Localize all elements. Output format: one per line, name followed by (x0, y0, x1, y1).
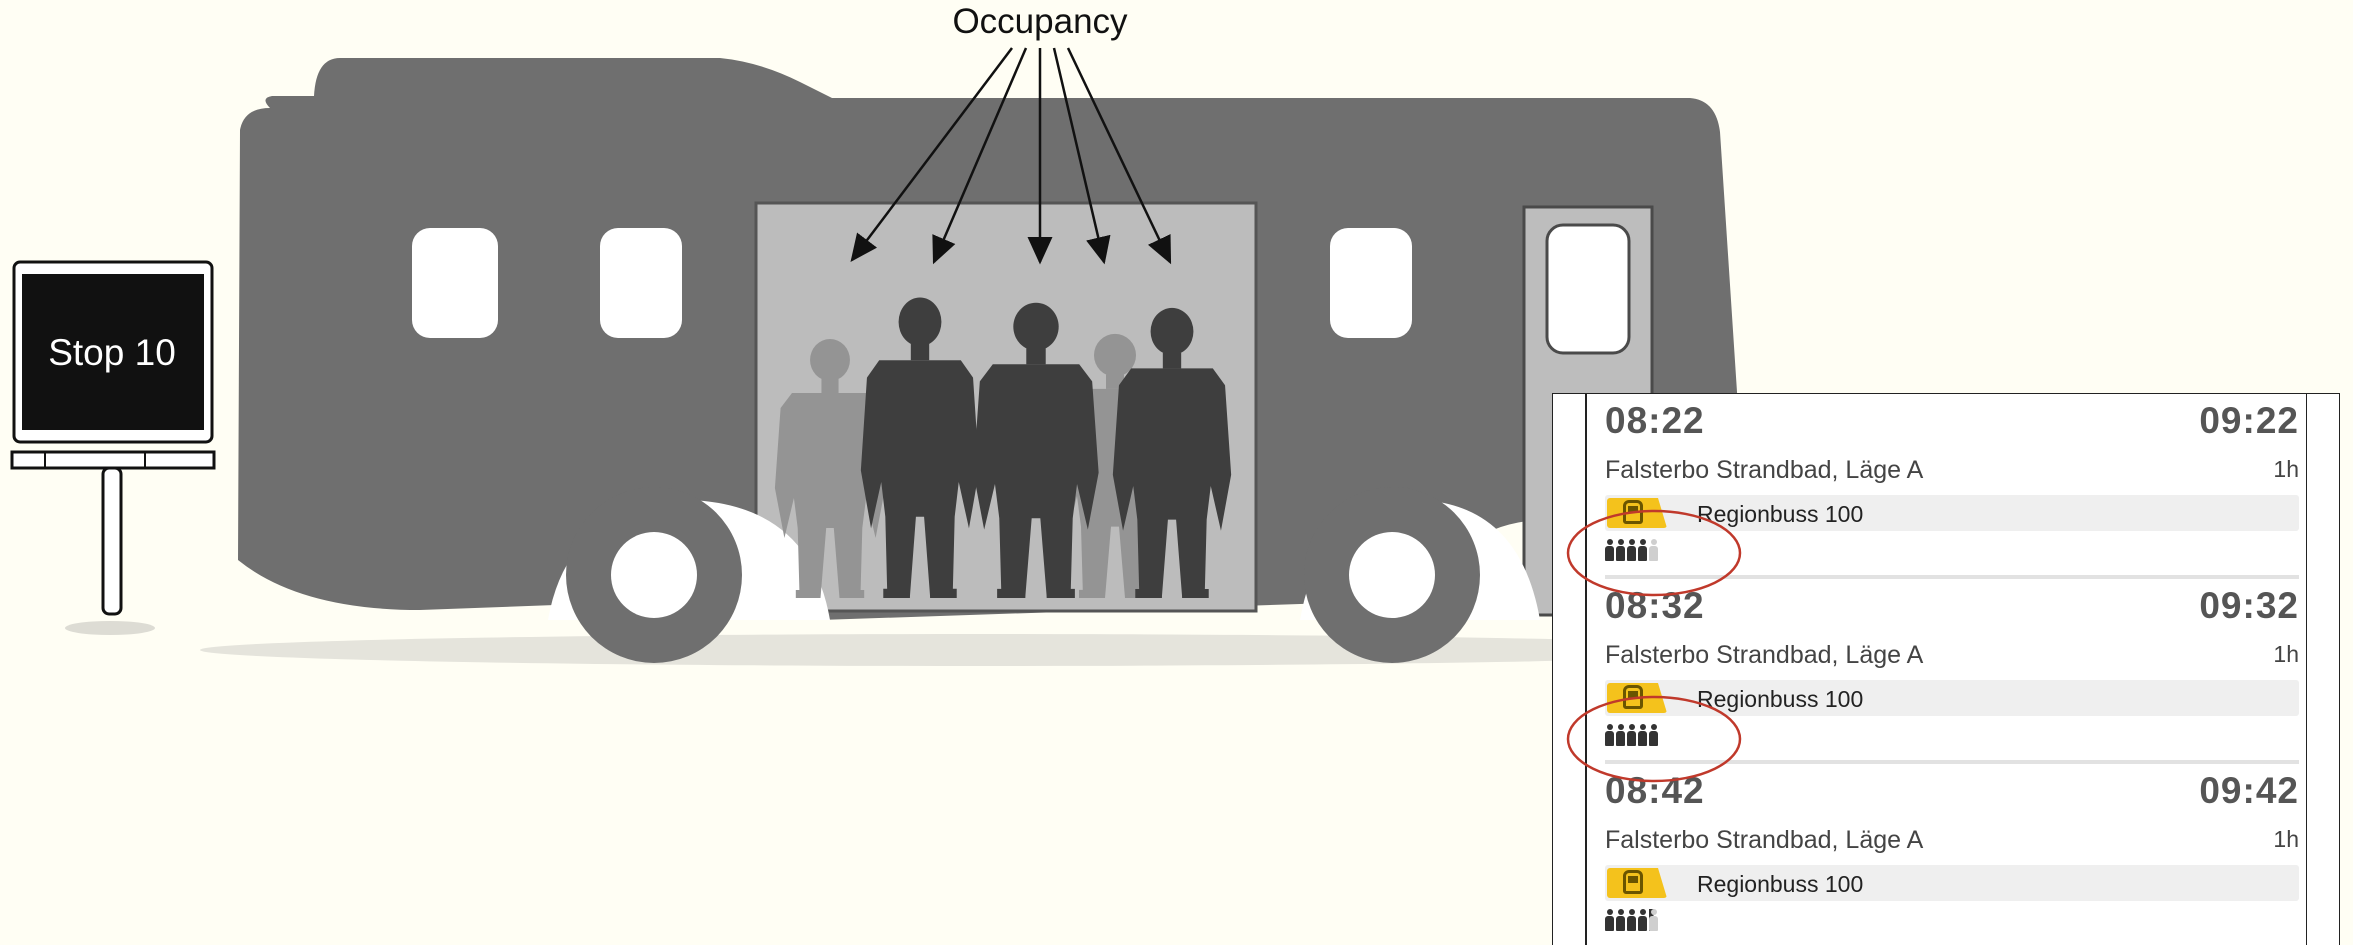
route-bar: Regionbuss 100 (1605, 865, 2299, 901)
route-bar: Regionbuss 100 (1605, 680, 2299, 716)
departure-row[interactable]: 08:32 09:32 Falsterbo Strandbad, Läge A … (1605, 579, 2299, 762)
bus-icon (1607, 683, 1667, 713)
departure-row[interactable]: 08:22 09:22 Falsterbo Strandbad, Läge A … (1605, 394, 2299, 577)
bus (238, 58, 1748, 663)
person-icon (1627, 724, 1636, 746)
route-name: Regionbuss 100 (1697, 501, 1863, 528)
departure-time: 08:22 (1605, 400, 1705, 442)
person-icon (1649, 539, 1658, 561)
person-icon (1616, 724, 1625, 746)
occupancy-people-icon (1605, 909, 1658, 935)
departure-time: 08:42 (1605, 770, 1705, 812)
ground-shadow (65, 621, 1760, 666)
trip-duration: 1h (2273, 641, 2299, 668)
person-icon (1638, 909, 1647, 931)
occupancy-people-icon (1605, 539, 1658, 565)
person-icon (1616, 539, 1625, 561)
stop-name: Falsterbo Strandbad, Läge A (1605, 826, 1923, 855)
arrival-time: 09:42 (2199, 770, 2299, 812)
route-name: Regionbuss 100 (1697, 871, 1863, 898)
bus-window (600, 228, 682, 338)
bus-window (1330, 228, 1412, 338)
person-icon (1638, 724, 1647, 746)
person-icon (1605, 539, 1614, 561)
stop-name: Falsterbo Strandbad, Läge A (1605, 456, 1923, 485)
bus-icon (1607, 498, 1667, 528)
trip-duration: 1h (2273, 826, 2299, 853)
route-bar: Regionbuss 100 (1605, 495, 2299, 531)
stop-name: Falsterbo Strandbad, Läge A (1605, 641, 1923, 670)
trip-duration: 1h (2273, 456, 2299, 483)
occupancy-label: Occupancy (895, 2, 1185, 42)
bus-icon (1607, 868, 1667, 898)
stop-sign-label: Stop 10 (22, 283, 202, 423)
bus-door-window (1547, 225, 1629, 353)
rear-wheel (1304, 487, 1480, 663)
person-icon (1605, 724, 1614, 746)
person-icon (1605, 909, 1614, 931)
arrival-time: 09:22 (2199, 400, 2299, 442)
person-icon (1649, 909, 1658, 931)
route-name: Regionbuss 100 (1697, 686, 1863, 713)
arrival-time: 09:32 (2199, 585, 2299, 627)
person-icon (1616, 909, 1625, 931)
front-wheel (566, 487, 742, 663)
occupancy-people-icon (1605, 724, 1658, 750)
person-icon (1638, 539, 1647, 561)
departure-row[interactable]: 08:42 09:42 Falsterbo Strandbad, Läge A … (1605, 764, 2299, 945)
person-icon (1649, 724, 1658, 746)
person-icon (1627, 909, 1636, 931)
bus-window (412, 228, 498, 338)
departures-list: 08:22 09:22 Falsterbo Strandbad, Läge A … (1552, 393, 2340, 945)
person-icon (1627, 539, 1636, 561)
departure-time: 08:32 (1605, 585, 1705, 627)
